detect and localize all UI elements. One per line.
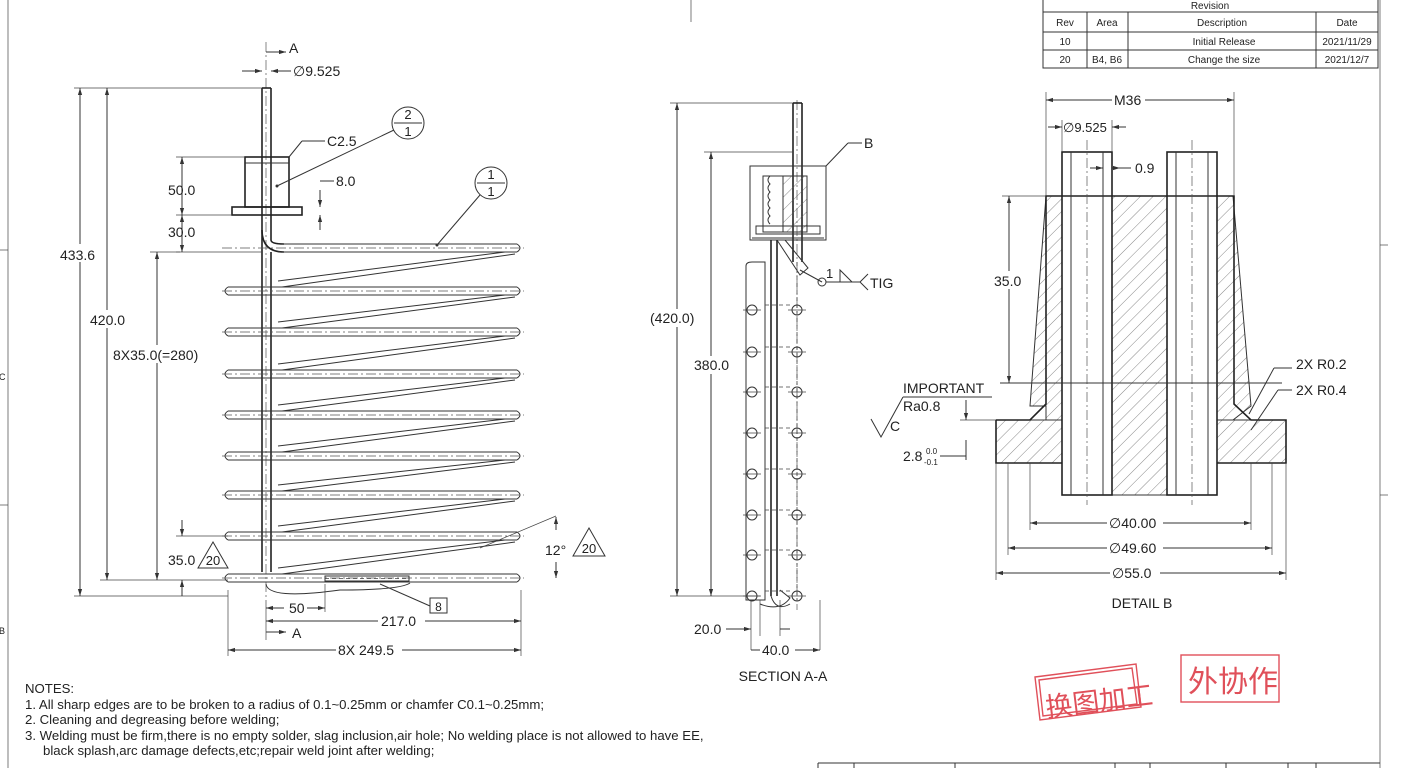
notes-title: NOTES:: [25, 681, 75, 696]
balloon-part-2: 2: [404, 107, 411, 122]
stamp-text-2: 外协作: [1188, 665, 1278, 700]
margin-zone-c: C: [0, 372, 6, 382]
balloon-qty-2: 1: [404, 124, 411, 139]
rev-header-area: Area: [1096, 18, 1118, 29]
coil-diagonal: [281, 253, 516, 288]
rev-row-2-description: Change the size: [1188, 55, 1261, 66]
dim-35: 35.0: [168, 552, 195, 568]
rev-row-1-rev: 10: [1059, 37, 1071, 48]
flag-20-left: 20: [206, 553, 220, 568]
dim-d55: ∅55.0: [1112, 565, 1152, 581]
dim-detail-35: 35.0: [994, 273, 1021, 289]
rev-header-rev: Rev: [1056, 18, 1074, 29]
dim-249: 8X 249.5: [338, 642, 394, 658]
tol-upper: 0.0: [926, 447, 938, 456]
dim-8: 8.0: [336, 173, 356, 189]
balloon-part-1: 1: [487, 167, 494, 182]
coil-diagonal: [281, 420, 516, 453]
revision-table: Revision Rev Area Description Date 10 In…: [1042, 0, 1379, 69]
detail-caption: DETAIL B: [1112, 595, 1173, 611]
rev-row-1-date: 2021/11/29: [1322, 37, 1372, 48]
tol-lower: -0.1: [924, 458, 938, 467]
notes-block: NOTES: 1. All sharp edges are to be brok…: [25, 681, 785, 759]
weld-type: TIG: [870, 275, 893, 291]
stamp-outsource: 外协作: [1180, 654, 1280, 703]
roughness-ra: Ra0.8: [903, 398, 941, 414]
dim-m36: M36: [1114, 92, 1141, 108]
rev-row-2-area: B4, B6: [1092, 55, 1122, 66]
detail-view: M36 ∅9.525 0.9 35.0 IMPORTANT Ra0.8 C 2.…: [870, 92, 1347, 611]
dim-50-bottom: 50: [289, 600, 305, 616]
dim-d496: ∅49.60: [1109, 540, 1156, 556]
balloon-qty-1: 1: [487, 184, 494, 199]
dim-pitch: 8X35.0(=280): [113, 347, 198, 363]
coil-diagonal: [277, 335, 506, 365]
note-item-2: 2. Cleaning and degreasing before weldin…: [25, 712, 280, 727]
roughness-c: C: [890, 418, 900, 434]
dim-chamfer: C2.5: [327, 133, 357, 149]
coil-diagonal: [277, 251, 506, 282]
coil-diagonal: [281, 379, 516, 412]
important-label: IMPORTANT: [903, 380, 985, 396]
dim-420: 420.0: [90, 312, 125, 328]
section-mark-bottom: A: [292, 625, 302, 641]
margin-zone-b: B: [0, 626, 5, 636]
dim-28: 2.8: [903, 448, 923, 464]
stamp-text-1: 换图加工: [1044, 680, 1155, 724]
section-tube-circles: [743, 304, 806, 602]
dim-d40: ∅40.00: [1109, 515, 1156, 531]
dim-angle: 12°: [545, 542, 566, 558]
dim-40: 40.0: [762, 642, 789, 658]
weld-number: 1: [826, 266, 833, 281]
coil-diagonal: [277, 377, 506, 406]
dim-380: 380.0: [694, 357, 729, 373]
dim-217: 217.0: [381, 613, 416, 629]
dim-pipe-dia: ∅9.525: [293, 63, 340, 79]
rev-row-2-date: 2021/12/7: [1325, 55, 1370, 66]
coil-diagonal: [281, 296, 516, 329]
dim-detail-dia: ∅9.525: [1063, 120, 1107, 135]
rev-row-1-description: Initial Release: [1193, 37, 1256, 48]
radius-04: 2X R0.4: [1296, 382, 1347, 398]
coil-diagonal: [277, 498, 506, 527]
coil-rows: [222, 243, 524, 583]
main-view: A A ∅9.525 C2.5 2 1 1 1 50.0 30.0: [60, 40, 606, 658]
section-mark-top: A: [289, 40, 299, 56]
rev-row-2-rev: 20: [1059, 55, 1071, 66]
note-item-3-cont: black splash,arc damage defects,etc;repa…: [43, 743, 435, 758]
dim-20: 20.0: [694, 621, 721, 637]
flag-8: 8: [435, 600, 442, 614]
coil-diagonal: [281, 461, 516, 492]
coil-diagonal: [281, 500, 516, 533]
coil-diagonal: [281, 541, 516, 575]
coil-diagonal: [277, 294, 506, 323]
note-item-1: 1. All sharp edges are to be broken to a…: [25, 696, 544, 712]
label-b: B: [864, 135, 873, 151]
coil-diagonal: [277, 418, 506, 447]
section-view: B 1 TIG (420.0) 380.0 20.0 40.0 SECTION …: [650, 100, 893, 684]
dim-50: 50.0: [168, 182, 195, 198]
dim-30: 30.0: [168, 224, 195, 240]
flag-20-right: 20: [582, 541, 596, 556]
stamp-change-drawing: 换图加工: [1034, 663, 1155, 724]
dim-09: 0.9: [1135, 160, 1155, 176]
rev-header-date: Date: [1336, 18, 1358, 29]
section-caption: SECTION A-A: [739, 668, 828, 684]
dim-433: 433.6: [60, 247, 95, 263]
coil-diagonal: [277, 539, 506, 569]
radius-02: 2X R0.2: [1296, 356, 1347, 372]
revision-title: Revision: [1191, 1, 1229, 12]
coil-diagonal: [277, 459, 506, 486]
coil-diagonal: [281, 337, 516, 371]
note-item-3: 3. Welding must be firm,there is no empt…: [25, 727, 704, 743]
rev-header-description: Description: [1197, 18, 1247, 29]
dim-420-ref: (420.0): [650, 310, 694, 326]
